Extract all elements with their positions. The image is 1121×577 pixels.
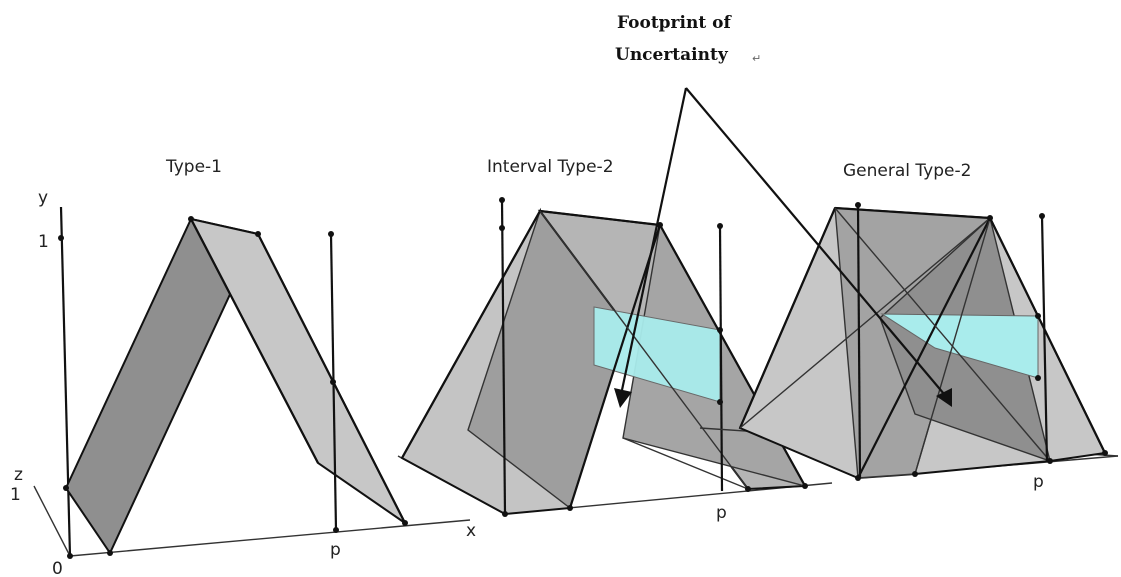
vertex-dot xyxy=(502,511,508,517)
interval-edge xyxy=(401,210,541,459)
arrow-head-icon xyxy=(936,388,952,407)
interval-y-pole xyxy=(500,199,507,515)
x-axis-label: x xyxy=(466,521,476,541)
vertex-dot xyxy=(717,223,723,229)
vertex-dot xyxy=(188,216,194,222)
vertex-dot xyxy=(1102,450,1108,456)
general-edge xyxy=(739,217,991,429)
type1-edge xyxy=(190,218,319,464)
fou-arrow-right xyxy=(685,87,945,395)
vertex-dot xyxy=(67,553,73,559)
general-type2-panel: General Type-2 p xyxy=(699,161,1119,492)
general-edge xyxy=(989,217,1106,454)
vertex-dot xyxy=(802,483,808,489)
vertex-dot xyxy=(657,222,663,228)
vertex-dot xyxy=(330,379,336,385)
type1-panel: Type-1 y 1 z 1 0 x p xyxy=(10,157,476,577)
vertex-dot xyxy=(855,202,861,208)
vertex-dot xyxy=(255,231,261,237)
vertex-dot xyxy=(328,231,334,237)
vertex-dot xyxy=(499,197,505,203)
vertex-dot xyxy=(1047,458,1053,464)
z-axis-label: z xyxy=(14,465,23,485)
type1-edge xyxy=(257,233,406,524)
interval-title: Interval Type-2 xyxy=(487,157,614,177)
y-axis-label: y xyxy=(38,188,48,208)
x-axis xyxy=(69,519,471,557)
vertex-dot xyxy=(855,475,861,481)
interval-p-pole xyxy=(718,225,724,492)
vertex-dot xyxy=(717,327,723,333)
type1-title: Type-1 xyxy=(165,157,222,177)
vertex-dot xyxy=(402,520,408,526)
fou-label-line1: Footprint of xyxy=(617,13,732,33)
general-edge xyxy=(857,217,991,479)
interval-top-edge xyxy=(539,209,661,227)
p-label: p xyxy=(330,540,341,560)
vertex-dot xyxy=(567,505,573,511)
p-label: p xyxy=(1033,472,1044,492)
general-title: General Type-2 xyxy=(843,161,971,181)
p-label: p xyxy=(716,503,727,523)
vertex-dot xyxy=(1039,213,1045,219)
z-tick-label: 1 xyxy=(10,485,21,505)
vertex-dot xyxy=(745,486,751,492)
origin-label: 0 xyxy=(52,559,63,577)
interval-edge xyxy=(539,210,749,490)
arrow-head-icon xyxy=(614,388,632,408)
vertex-dot xyxy=(912,471,918,477)
z-axis xyxy=(33,485,71,557)
return-mark: ↵ xyxy=(752,52,761,65)
vertex-dot xyxy=(499,225,505,231)
interval-edge xyxy=(622,437,749,490)
vertex-dot xyxy=(1035,375,1041,381)
fou-label-line2: Uncertainty xyxy=(615,45,729,65)
y-tick-label: 1 xyxy=(38,232,49,252)
vertex-dot xyxy=(1035,313,1041,319)
fou-arrow-left xyxy=(620,87,688,391)
y-tick-1 xyxy=(58,235,64,241)
general-top-edge xyxy=(834,206,991,220)
interval-type2-panel: Interval Type-2 p xyxy=(397,157,833,523)
vertex-dot xyxy=(63,485,69,491)
general-edge xyxy=(834,207,1051,462)
vertex-dot xyxy=(107,550,113,556)
vertex-dot xyxy=(333,527,339,533)
fou-annotation: Footprint of Uncertainty ↵ xyxy=(614,13,952,408)
general-y-pole xyxy=(856,204,862,479)
general-p-pole xyxy=(1040,215,1049,463)
interval-edge xyxy=(568,224,662,509)
y-axis xyxy=(59,206,72,557)
vertex-dot xyxy=(717,399,723,405)
vertex-dot xyxy=(987,215,993,221)
type1-back-face xyxy=(189,217,406,524)
general-edge xyxy=(914,217,991,475)
